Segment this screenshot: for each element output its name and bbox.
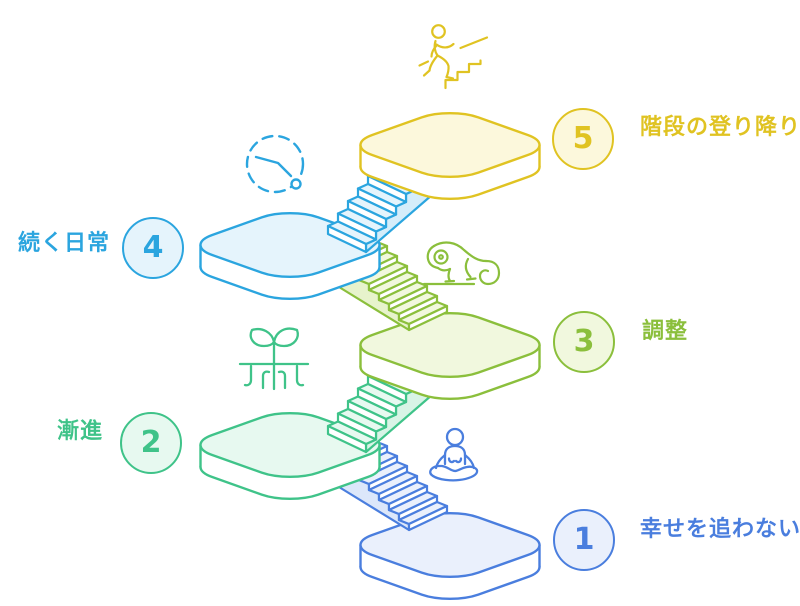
step-label-1: 幸せを追わない (640, 517, 800, 542)
step-badge-2: 2 (120, 412, 182, 474)
platform-3 (359, 307, 541, 404)
step-badge-4: 4 (122, 217, 184, 279)
step-number: 4 (142, 230, 164, 265)
step-badge-1: 1 (553, 509, 615, 571)
platform-1 (359, 507, 541, 604)
step-badge-3: 3 (553, 311, 615, 373)
step-label-2: 漸進 (57, 419, 104, 444)
meditating-person-icon (429, 427, 479, 482)
platform-5 (359, 107, 541, 204)
step-badge-5: 5 (552, 108, 614, 170)
step-label-4: 続く日常 (18, 231, 111, 256)
sprout-roots-icon (238, 327, 310, 391)
step-number: 2 (140, 425, 162, 460)
clock-icon (245, 134, 305, 194)
step-label-3: 調整 (642, 319, 689, 344)
person-climbing-stairs-icon (418, 24, 489, 90)
step-number: 1 (573, 522, 595, 557)
step-label-5: 階段の登り降り (640, 115, 800, 140)
step-number: 5 (572, 121, 594, 156)
chameleon-icon (422, 241, 501, 286)
step-number: 3 (573, 324, 595, 359)
